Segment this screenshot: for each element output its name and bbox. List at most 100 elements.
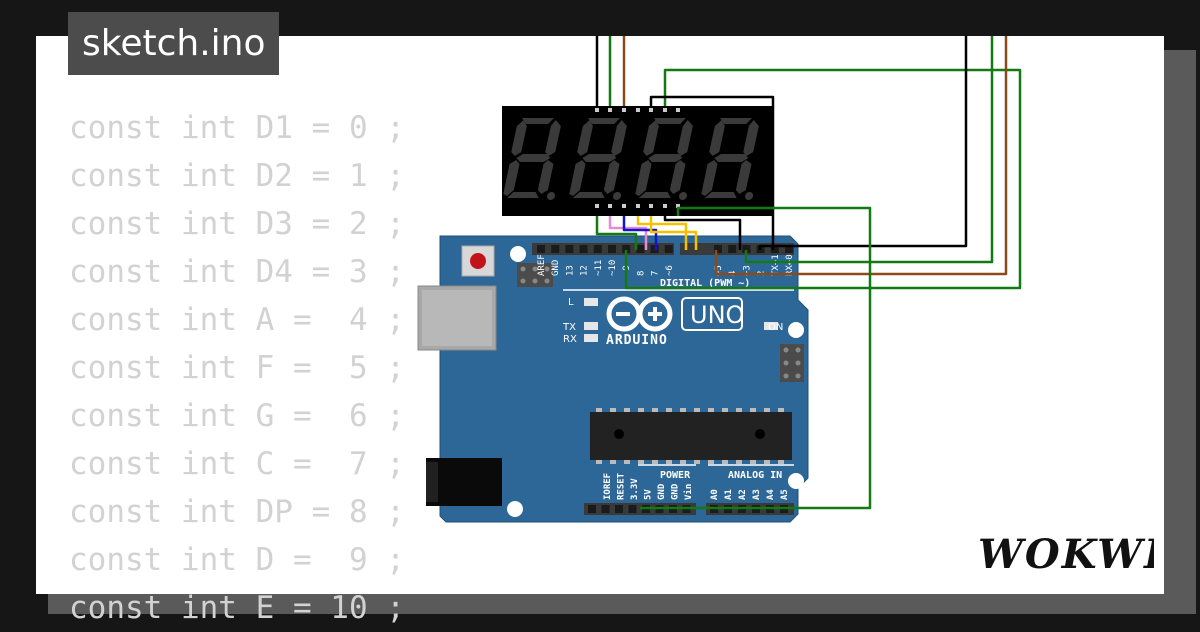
display-pin — [636, 204, 640, 208]
display-digit — [700, 118, 764, 200]
display-pin — [676, 108, 680, 112]
digital-pin-label: GND — [551, 260, 561, 276]
code-line: const int D3 = 2 ; — [69, 206, 405, 242]
header-pin — [771, 245, 779, 253]
header-pin — [728, 245, 736, 253]
mounting-hole — [788, 473, 804, 489]
digital-pin-label: ~11 — [594, 260, 604, 276]
digital-pin-label: ~5 — [714, 265, 724, 276]
header-pin — [580, 245, 588, 253]
analog-pin-label: A0 — [710, 489, 720, 500]
wire-black — [651, 97, 773, 250]
code-line: const int E = 10 ; — [69, 590, 405, 626]
header-pin — [622, 245, 630, 253]
board-brand: ARDUINO — [606, 333, 668, 348]
power-pin-label: 3.3V — [630, 478, 640, 500]
code-preview: const int D1 = 0 ; const int D2 = 1 ; cons… — [69, 104, 405, 632]
wire-green — [640, 208, 870, 508]
icsp-header-top — [517, 263, 553, 287]
digital-pin-label: TX→1 — [771, 254, 781, 276]
wire-yellow — [651, 216, 696, 250]
led-label-l: L — [568, 297, 574, 308]
wire-pink — [610, 216, 646, 250]
seven-segment-display[interactable] — [502, 106, 774, 216]
led-label-tx: TX — [562, 322, 576, 333]
header-pin — [742, 245, 750, 253]
display-pin — [649, 204, 653, 208]
code-line: const int G = 6 ; — [69, 398, 405, 434]
header-pin — [537, 245, 545, 253]
display-digit — [634, 118, 698, 200]
led-label-rx: RX — [563, 334, 577, 345]
mounting-hole — [788, 322, 804, 338]
code-line: const int A = 4 ; — [69, 302, 405, 338]
display-pin — [622, 204, 626, 208]
code-line: const int D2 = 1 ; — [69, 158, 405, 194]
power-pin-label: GND — [671, 483, 681, 500]
dc-power-jack — [426, 458, 502, 506]
header-pin — [565, 245, 573, 253]
wire-brown — [716, 36, 1006, 274]
analog-pin-label: A1 — [724, 489, 734, 500]
digital-pin-label: AREF — [537, 254, 547, 276]
wire-green — [626, 70, 1020, 288]
header-pin — [608, 245, 616, 253]
display-pin — [595, 204, 599, 208]
display-pin — [676, 204, 680, 208]
wire-yellow — [638, 216, 686, 250]
digital-header-label: DIGITAL (PWM ~) — [660, 278, 750, 289]
digital-pin-label: 8 — [636, 271, 646, 276]
display-pin — [663, 204, 667, 208]
power-pin-label: IOREF — [603, 473, 613, 500]
uno-badge — [682, 298, 742, 330]
header-pin — [651, 245, 659, 253]
display-digit — [568, 118, 632, 200]
icsp-header-right — [780, 344, 804, 382]
header-pin — [551, 245, 559, 253]
digital-pin-label: RX←0 — [785, 254, 795, 276]
digital-pin-label: 12 — [580, 265, 590, 276]
file-name-tab[interactable]: sketch.ino — [68, 12, 280, 75]
status-leds: L TX RX ON — [562, 297, 783, 345]
code-line: const int D4 = 3 ; — [69, 254, 405, 290]
wire-blue — [624, 216, 656, 250]
board-model: UNO — [690, 301, 744, 329]
code-line: const int D1 = 0 ; — [69, 110, 405, 146]
analog-pin-label: A5 — [780, 489, 790, 500]
digital-pin-label: ~10 — [608, 260, 618, 276]
header-pin — [785, 245, 793, 253]
display-pin — [608, 108, 612, 112]
digital-pin-label: ~6 — [665, 265, 675, 276]
wire-black — [760, 36, 966, 250]
wires — [597, 36, 1020, 508]
digital-pin-label: 13 — [565, 265, 575, 276]
digital-pin-label: 7 — [651, 271, 661, 276]
display-pin — [622, 108, 626, 112]
arduino-logo-icon — [609, 299, 670, 329]
code-line: const int DP = 8 ; — [69, 494, 405, 530]
wire-black — [665, 216, 740, 250]
code-line: const int D = 9 ; — [69, 542, 405, 578]
display-pin — [663, 108, 667, 112]
display-digit — [502, 118, 566, 200]
analog-label: ANALOG IN — [728, 470, 782, 481]
atmega-chip — [590, 408, 792, 464]
display-pin — [636, 108, 640, 112]
power-pin-label: GND — [657, 483, 667, 500]
wokwi-logo-text: WOKWI — [978, 531, 1154, 578]
display-pin — [595, 108, 599, 112]
code-line: const int F = 5 ; — [69, 350, 405, 386]
power-pin-label: RESET — [617, 472, 627, 500]
header-pin — [594, 245, 602, 253]
mounting-hole — [510, 246, 526, 262]
wokwi-logo: WOKWI — [978, 531, 1154, 578]
header-pin — [714, 245, 722, 253]
wire-green — [597, 216, 636, 250]
mounting-hole — [507, 501, 523, 517]
analog-pin-label: A2 — [738, 489, 748, 500]
display-pin — [649, 108, 653, 112]
